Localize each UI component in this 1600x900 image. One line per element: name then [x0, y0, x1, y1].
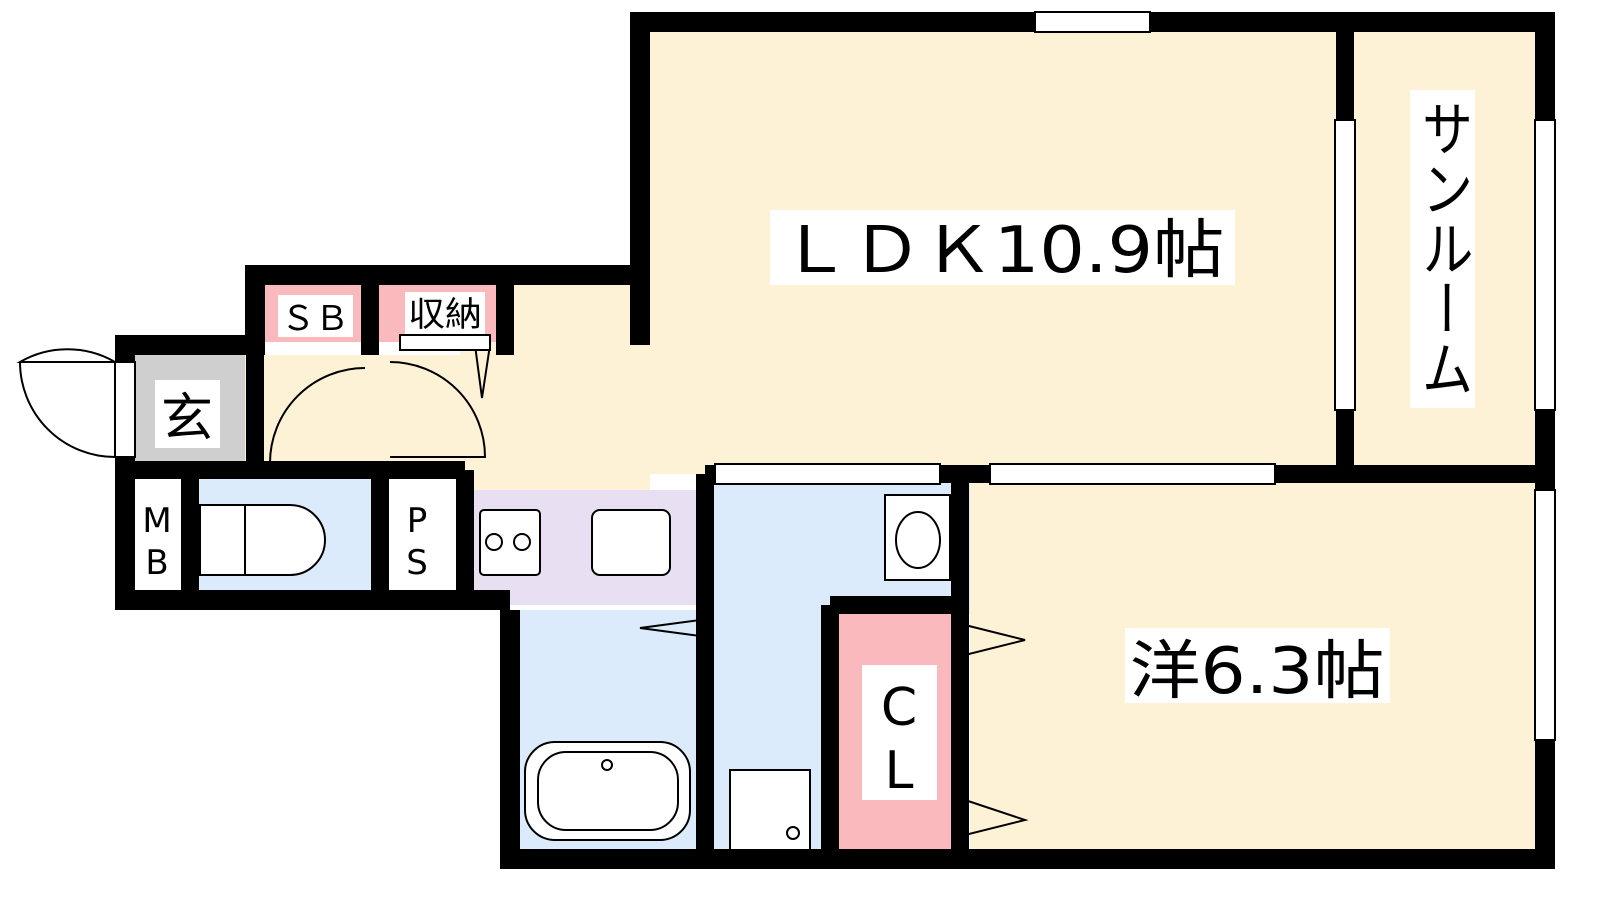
storage-shelf: [399, 334, 491, 351]
bathtub-inner: [537, 751, 679, 831]
shoe-box-label: ＳＢ: [281, 299, 349, 339]
mb-label-bottom: B: [145, 543, 168, 583]
ps-label-bottom: S: [406, 543, 428, 583]
western-label: 洋6.3帖: [1130, 635, 1385, 709]
entrance-label: 玄: [161, 389, 213, 449]
windows: [114, 11, 1556, 741]
storage-label: 収納: [408, 295, 482, 335]
stove: [479, 509, 541, 576]
doors: [16, 344, 1029, 837]
ps-label-top: P: [407, 501, 428, 541]
ldk-label: ＬＤＫ10.9帖: [780, 214, 1225, 288]
closet-label-bottom: L: [885, 741, 914, 801]
toilet-bowl: [244, 504, 326, 576]
washing-machine: [729, 769, 811, 851]
fixtures: [199, 334, 951, 851]
closet-label-top: C: [881, 678, 917, 738]
sunroom-label: サンルーム: [1412, 98, 1472, 398]
toilet-tank: [199, 504, 246, 576]
sink: [591, 509, 671, 576]
mb-label-top: M: [142, 501, 171, 541]
hall: [245, 355, 465, 470]
